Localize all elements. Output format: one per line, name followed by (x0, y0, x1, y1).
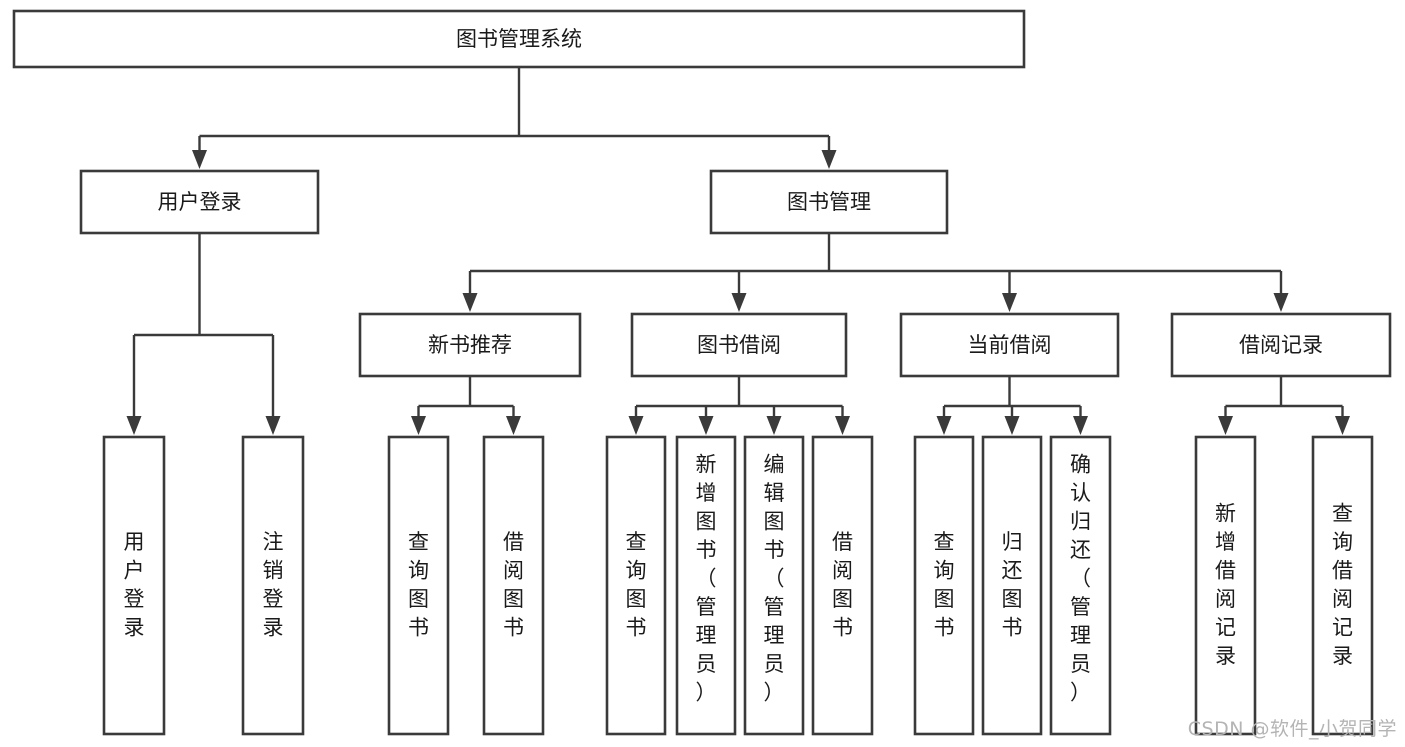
node-label-root: 图书管理系统 (456, 27, 582, 51)
arrow-head-icon (1073, 416, 1088, 435)
node-label-leaf-add-book: 新增图书（管理员） (696, 453, 717, 705)
node-label-book-borrow: 图书借阅 (697, 333, 781, 357)
node-leaf-edit-book[interactable]: 编辑图书（管理员） (743, 435, 805, 736)
arrow-head-icon (265, 416, 281, 435)
arrow-head-icon (506, 416, 521, 435)
arrow-head-icon (628, 416, 644, 435)
arrow-head-icon (126, 416, 142, 435)
node-label-leaf-add-record: 新增借阅记录 (1215, 502, 1236, 669)
node-box-user-login (79, 169, 320, 235)
node-leaf-add-record[interactable]: 新增借阅记录 (1194, 435, 1257, 736)
node-box-leaf-user-login (102, 435, 166, 736)
node-box-book-manage (709, 169, 949, 235)
node-box-current-borrow (899, 312, 1120, 378)
node-leaf-add-book[interactable]: 新增图书（管理员） (675, 435, 737, 736)
arrow-head-icon (835, 416, 850, 435)
node-label-leaf-user-login: 用户登录 (124, 530, 145, 640)
arrow-head-icon (731, 293, 747, 312)
connector-layer (126, 67, 1350, 435)
arrow-head-icon (411, 416, 426, 435)
node-leaf-query-record[interactable]: 查询借阅记录 (1311, 435, 1374, 736)
arrow-head-icon (821, 150, 837, 169)
node-label-borrow-record: 借阅记录 (1239, 333, 1323, 357)
node-box-leaf-user-logout (241, 435, 305, 736)
node-label-new-book-recommend: 新书推荐 (428, 333, 512, 357)
node-label-current-borrow: 当前借阅 (968, 333, 1052, 357)
node-leaf-borrow-book-1[interactable]: 借阅图书 (482, 435, 545, 736)
node-leaf-query-book-3[interactable]: 查询图书 (913, 435, 975, 736)
arrow-head-icon (1335, 416, 1350, 435)
node-box-leaf-query-book-1 (387, 435, 450, 736)
node-box-leaf-query-record (1311, 435, 1374, 736)
node-label-leaf-edit-book: 编辑图书（管理员） (764, 453, 785, 705)
node-box-book-borrow (630, 312, 848, 378)
node-leaf-query-book-2[interactable]: 查询图书 (605, 435, 667, 736)
node-label-leaf-user-logout: 注销登录 (263, 530, 284, 640)
node-label-leaf-borrow-book-1: 借阅图书 (503, 530, 524, 640)
arrow-head-icon (766, 416, 782, 435)
node-current-borrow[interactable]: 当前借阅 (899, 312, 1120, 378)
arrow-head-icon (192, 150, 207, 169)
arrow-head-icon (1218, 416, 1233, 435)
node-box-leaf-return-book (981, 435, 1043, 736)
node-label-leaf-return-book: 归还图书 (1002, 530, 1023, 640)
node-label-user-login: 用户登录 (158, 190, 242, 214)
node-box-leaf-add-book (675, 435, 737, 736)
node-leaf-user-logout[interactable]: 注销登录 (241, 435, 305, 736)
node-label-leaf-borrow-book-2: 借阅图书 (832, 530, 853, 640)
node-leaf-user-login[interactable]: 用户登录 (102, 435, 166, 736)
node-label-leaf-confirm-return: 确认归还（管理员） (1070, 453, 1091, 705)
node-box-leaf-borrow-book-2 (811, 435, 874, 736)
node-leaf-confirm-return[interactable]: 确认归还（管理员） (1049, 435, 1112, 736)
arrow-head-icon (698, 416, 714, 435)
node-book-manage[interactable]: 图书管理 (709, 169, 949, 235)
node-label-book-manage: 图书管理 (787, 190, 871, 214)
arrow-head-icon (1004, 416, 1020, 435)
node-label-leaf-query-book-3: 查询图书 (934, 530, 955, 640)
node-box-borrow-record (1170, 312, 1392, 378)
node-box-leaf-query-book-3 (913, 435, 975, 736)
node-book-borrow[interactable]: 图书借阅 (630, 312, 848, 378)
arrow-head-icon (936, 416, 952, 435)
arrow-head-icon (462, 293, 478, 312)
node-box-new-book-recommend (358, 312, 582, 378)
node-user-login[interactable]: 用户登录 (79, 169, 320, 235)
node-label-leaf-query-book-2: 查询图书 (626, 530, 647, 640)
node-layer: 图书管理系统用户登录用户登录注销登录图书管理新书推荐查询图书借阅图书图书借阅查询… (12, 9, 1392, 736)
node-box-root (12, 9, 1026, 69)
node-label-leaf-query-book-1: 查询图书 (408, 530, 429, 640)
node-box-leaf-borrow-book-1 (482, 435, 545, 736)
node-leaf-borrow-book-2[interactable]: 借阅图书 (811, 435, 874, 736)
node-leaf-query-book-1[interactable]: 查询图书 (387, 435, 450, 736)
arrow-head-icon (1002, 293, 1017, 312)
csdn-watermark: CSDN @软件_小贺同学 (1187, 718, 1397, 740)
arrow-head-icon (1273, 293, 1289, 312)
node-root[interactable]: 图书管理系统 (12, 9, 1026, 69)
node-new-book-recommend[interactable]: 新书推荐 (358, 312, 582, 378)
node-box-leaf-query-book-2 (605, 435, 667, 736)
node-label-leaf-query-record: 查询借阅记录 (1332, 502, 1353, 669)
node-leaf-return-book[interactable]: 归还图书 (981, 435, 1043, 736)
node-box-leaf-confirm-return (1049, 435, 1112, 736)
node-borrow-record[interactable]: 借阅记录 (1170, 312, 1392, 378)
node-box-leaf-add-record (1194, 435, 1257, 736)
node-box-leaf-edit-book (743, 435, 805, 736)
